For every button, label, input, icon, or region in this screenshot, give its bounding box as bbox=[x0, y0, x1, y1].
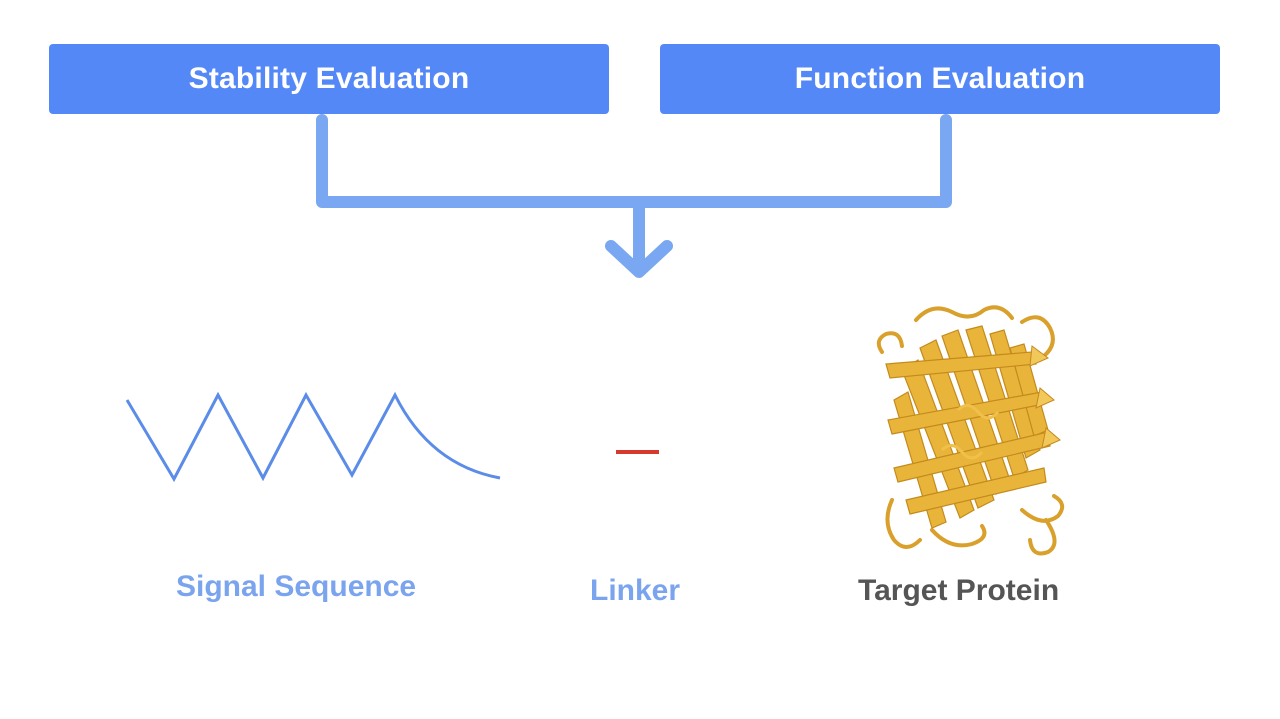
down-arrow-icon bbox=[605, 240, 673, 278]
stability-evaluation-box: Stability Evaluation bbox=[49, 44, 609, 114]
connector-bracket bbox=[316, 114, 952, 208]
target-protein-structure bbox=[876, 305, 1065, 556]
target-protein-label: Target Protein bbox=[858, 574, 1060, 607]
signal-sequence-wave bbox=[125, 391, 501, 483]
linker-label: Linker bbox=[590, 574, 681, 607]
signal-sequence-label: Signal Sequence bbox=[176, 570, 417, 603]
stability-evaluation-label: Stability Evaluation bbox=[188, 62, 470, 95]
function-evaluation-box: Function Evaluation bbox=[660, 44, 1220, 114]
function-evaluation-label: Function Evaluation bbox=[794, 62, 1086, 95]
